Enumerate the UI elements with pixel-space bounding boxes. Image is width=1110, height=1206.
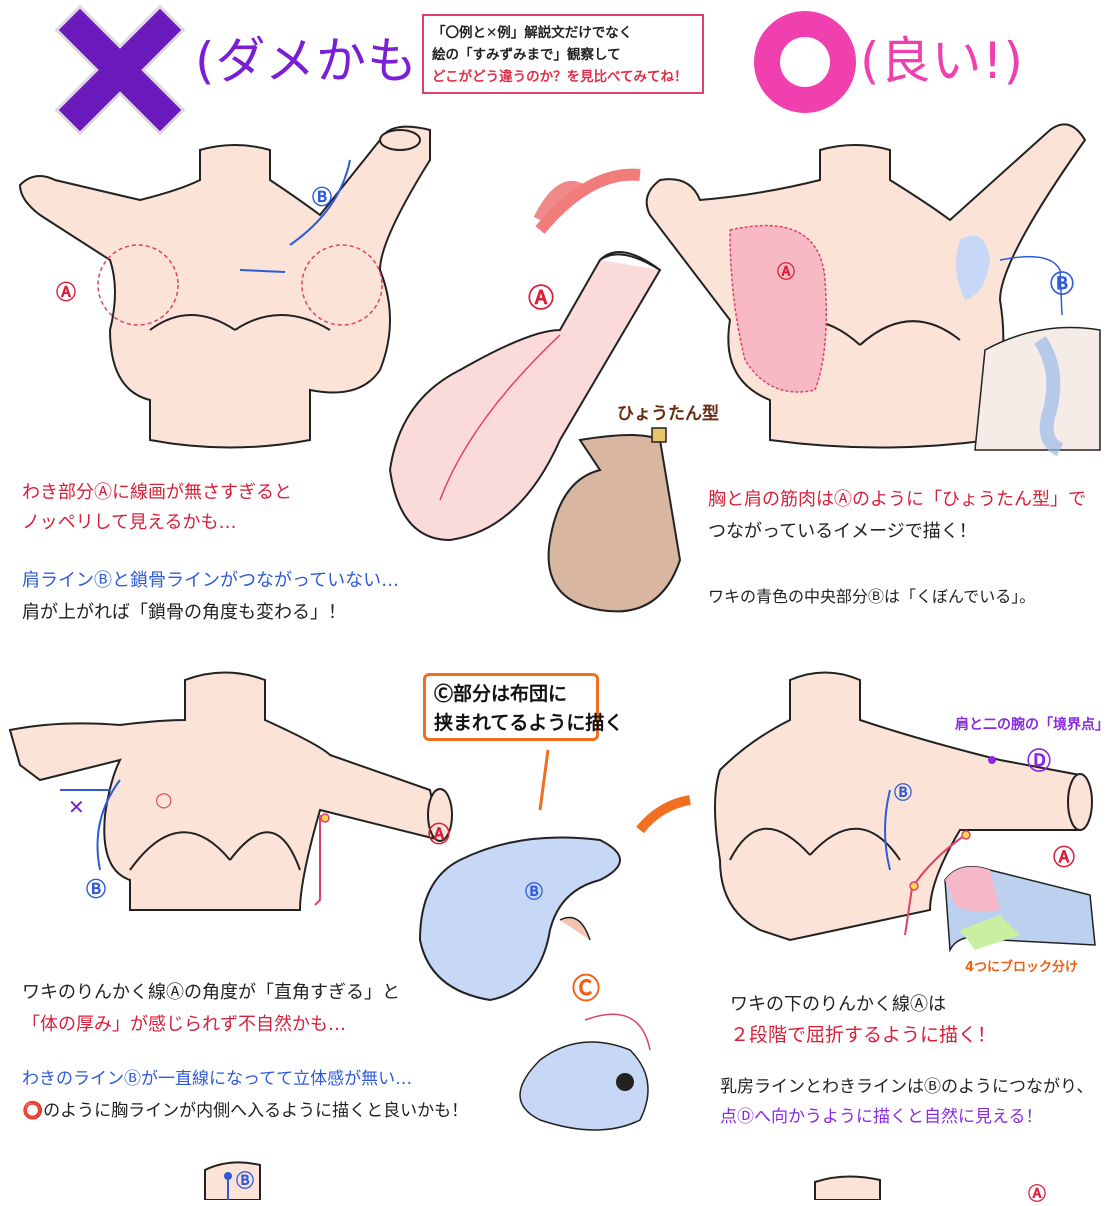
torso-figure-1 — [18, 125, 431, 449]
arrow-b-2 — [999, 255, 1063, 316]
bad-x-mark — [54, 4, 186, 136]
caption-2-line-3: ワキの青色の中央部分Ⓑは「くぼんでいる」。 — [708, 587, 1036, 606]
block-label: 4つにブロック分け — [965, 960, 1079, 975]
caption-3-line-2: 「体の厚み」が感じられず不自然かも… — [22, 1014, 346, 1035]
arrow-clavicle-1 — [239, 269, 286, 273]
point-a-3 — [320, 813, 330, 823]
torso-figure-3 — [8, 671, 453, 911]
callout-line-2: 挟まれてるように描く — [434, 712, 624, 734]
caption-4-line-3: 乳房ラインとわきラインはⒷのようにつながり、 — [720, 1077, 1094, 1097]
point-a4-1 — [961, 830, 971, 840]
caption-2-line-2: つながっているイメージで描く！ — [708, 521, 977, 542]
dotted-circle-a — [97, 244, 179, 326]
torso-figure-4 — [714, 671, 1093, 942]
caption-4-line-1: ワキの下のりんかく線Ⓐは — [730, 994, 946, 1015]
label-d: Ⓓ — [1027, 747, 1051, 775]
caption-2-line-1: 胸と肩の筋肉はⒶのように「ひょうたん型」で — [708, 489, 1086, 510]
callout-line-1: Ⓒ部分は布団に — [434, 683, 568, 705]
label-o-3: ○ — [155, 787, 173, 811]
gourd-label: ひょうたん型 — [617, 404, 719, 424]
label-a-3: Ⓐ — [428, 823, 451, 848]
point-a4-2 — [909, 881, 919, 891]
label-b-2: Ⓑ — [1050, 270, 1074, 298]
orange-curved-arrow — [636, 795, 691, 834]
caption-3-line-4: ⭕のように胸ラインが内側へ入るように描くと良いかも！ — [22, 1101, 469, 1121]
label-a-1: Ⓐ — [56, 280, 76, 304]
gourd-shape-a — [729, 224, 827, 393]
label-b-3: Ⓑ — [86, 877, 106, 901]
label-a-6: Ⓐ — [1028, 1184, 1046, 1205]
point-b-5 — [224, 1172, 232, 1180]
label-a-mid: Ⓐ — [528, 284, 555, 314]
label-b-4: Ⓑ — [894, 783, 912, 804]
armpit-hollow-b — [956, 235, 990, 300]
red-curved-arrow — [535, 168, 641, 234]
label-b-1: Ⓑ — [312, 185, 332, 209]
label-c-mid: Ⓒ — [572, 972, 601, 1005]
label-x-3: ✕ — [68, 795, 85, 819]
label-a-4: Ⓐ — [1053, 846, 1076, 871]
torso-figure-5-partial — [204, 1161, 261, 1200]
note-box: 「〇例と✕例」解説文だけでなく 絵の「すみずみまで」観察して どこがどう違うのか… — [422, 14, 704, 94]
dotted-circle-b — [301, 244, 383, 326]
label-b-5: Ⓑ — [236, 1171, 254, 1192]
label-a-2: Ⓐ — [777, 262, 795, 283]
label-b-mid: Ⓑ — [525, 882, 543, 903]
caption-1-line-4: 肩が上がれば「鎖骨の角度も変わる」！ — [22, 602, 346, 623]
line-b-4 — [884, 789, 891, 871]
line-b-3 — [96, 779, 121, 871]
good-circle-mark — [754, 11, 856, 113]
note-line-1: 「〇例と✕例」解説文だけでなく — [432, 25, 633, 41]
caption-1-line-3: 肩ラインⒷと鎖骨ラインがつながっていない… — [22, 570, 400, 591]
point-d — [988, 756, 996, 764]
bad-mark-glyph: ✕ — [0, 0, 1, 1]
right-angle-line-a — [314, 815, 321, 906]
label-d-text: 肩と二の腕の「境界点」 — [955, 717, 1109, 733]
caption-4-line-2: ２段階で屈折するように描く！ — [730, 1024, 997, 1046]
torso-figure-6-partial — [814, 1175, 881, 1200]
note-line-3: どこがどう違うのか？を見比べてみてね！ — [432, 69, 688, 85]
block-split-illustration — [944, 865, 1096, 953]
red-o-icon: ⭕ — [22, 1101, 44, 1121]
caption-1-line-1: わき部分Ⓐに線画が無さすぎると — [22, 482, 292, 503]
armpit-detail-2 — [974, 326, 1101, 457]
note-line-2: 絵の「すみずみまで」観察して — [432, 47, 621, 63]
good-label: (良い!) — [860, 32, 1025, 90]
caption-4-line-4: 点Ⓓへ向かうように描くと自然に見える！ — [720, 1107, 1043, 1127]
caption-3-line-3: わきのラインⒷが一直線になってて立体感が無い… — [22, 1069, 413, 1089]
gourd-arm-illustration — [388, 181, 682, 613]
futon-illustration — [418, 749, 651, 1131]
caption-1-line-2: ノッペリして見えるかも… — [22, 512, 237, 533]
futon-callout: Ⓒ部分は布団に 挟まれてるように描く — [423, 673, 624, 741]
arrow-b-1 — [289, 159, 351, 246]
caption-3-line-1: ワキのりんかく線Ⓐの角度が「直角すぎる」と — [22, 982, 400, 1003]
